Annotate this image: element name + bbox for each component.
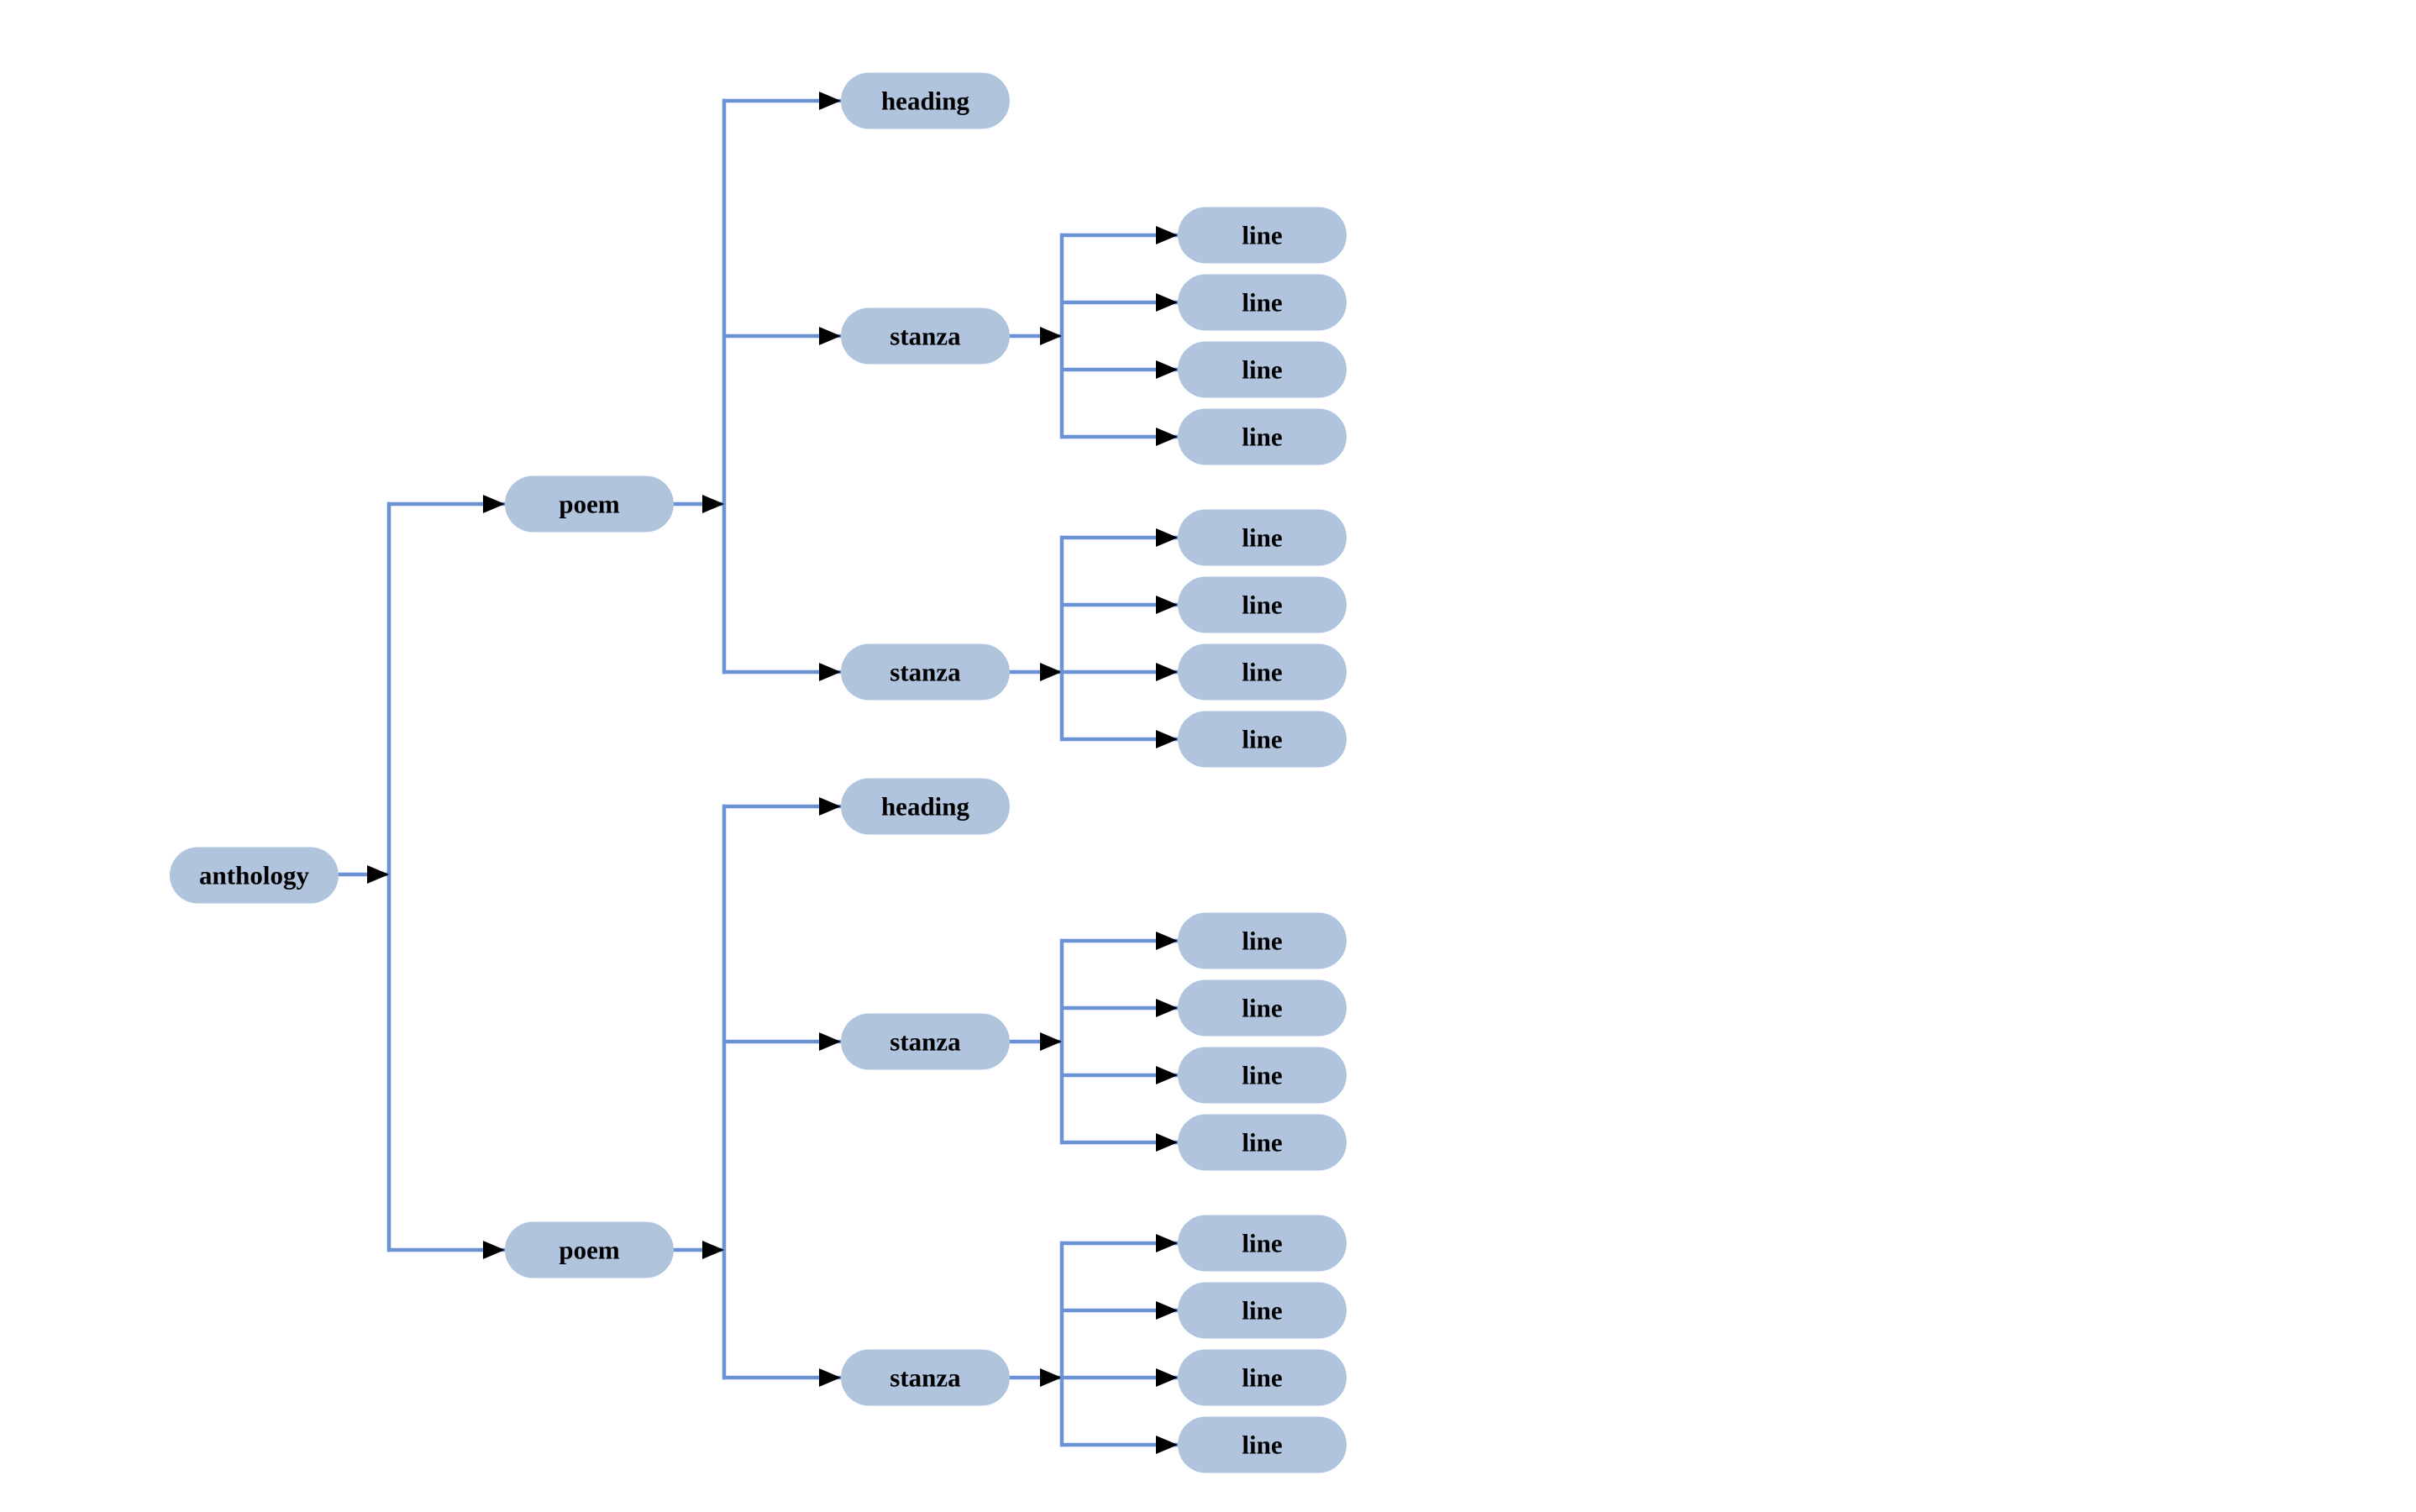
entry-edges (387, 92, 1178, 1454)
node-line-15 (1178, 1349, 1347, 1406)
node-heading-2-label: heading (881, 792, 970, 822)
node-heading-1-label: heading (881, 87, 970, 116)
node-line-12 (1178, 1114, 1347, 1171)
node-stanza-4-label: stanza (890, 1363, 961, 1393)
node-poem-2-label: poem (559, 1236, 620, 1265)
node-line-7 (1178, 643, 1347, 701)
node-line-6-label: line (1242, 591, 1282, 620)
node-line-16 (1178, 1416, 1347, 1473)
node-line-4 (1178, 408, 1347, 465)
node-line-2 (1178, 274, 1347, 331)
node-stanza-3-label: stanza (890, 1027, 961, 1057)
node-line-2-label: line (1242, 288, 1282, 318)
node-line-3-label: line (1242, 355, 1282, 385)
node-line-1 (1178, 207, 1347, 264)
node-stanza-1 (841, 307, 1010, 365)
node-line-5-label: line (1242, 523, 1282, 553)
node-anthology-label: anthology (199, 861, 309, 890)
node-poem-1-label: poem (559, 490, 620, 519)
node-shapes (170, 72, 1347, 1473)
node-line-11 (1178, 1047, 1347, 1104)
node-poem-2 (505, 1221, 674, 1278)
node-line-12-label: line (1242, 1128, 1282, 1158)
node-line-14-label: line (1242, 1296, 1282, 1326)
node-line-6 (1178, 576, 1347, 633)
node-line-14 (1178, 1282, 1347, 1339)
node-line-4-label: line (1242, 423, 1282, 452)
node-line-5 (1178, 509, 1347, 566)
node-stanza-3 (841, 1013, 1010, 1070)
node-stanza-2-label: stanza (890, 658, 961, 687)
node-line-9-label: line (1242, 927, 1282, 956)
node-line-10-label: line (1242, 994, 1282, 1023)
node-line-11-label: line (1242, 1061, 1282, 1090)
node-line-7-label: line (1242, 658, 1282, 687)
node-poem-1 (505, 475, 674, 533)
node-line-10 (1178, 979, 1347, 1037)
node-line-1-label: line (1242, 221, 1282, 250)
node-stanza-4 (841, 1349, 1010, 1406)
node-line-8-label: line (1242, 725, 1282, 754)
node-stanza-2 (841, 643, 1010, 701)
node-anthology (170, 847, 339, 904)
node-heading-1 (841, 72, 1010, 129)
node-stanza-1-label: stanza (890, 322, 961, 351)
edges (339, 92, 1178, 1454)
node-line-8 (1178, 711, 1347, 768)
connectors (386, 98, 1064, 1447)
node-line-3 (1178, 341, 1347, 398)
node-line-16-label: line (1242, 1431, 1282, 1460)
node-heading-2 (841, 778, 1010, 835)
node-labels: anthology poem poem heading stanza stanz… (199, 87, 1283, 1460)
node-line-13 (1178, 1215, 1347, 1272)
node-line-13-label: line (1242, 1229, 1282, 1258)
node-line-9 (1178, 912, 1347, 969)
node-line-15-label: line (1242, 1363, 1282, 1393)
exit-edges (339, 327, 1062, 1387)
